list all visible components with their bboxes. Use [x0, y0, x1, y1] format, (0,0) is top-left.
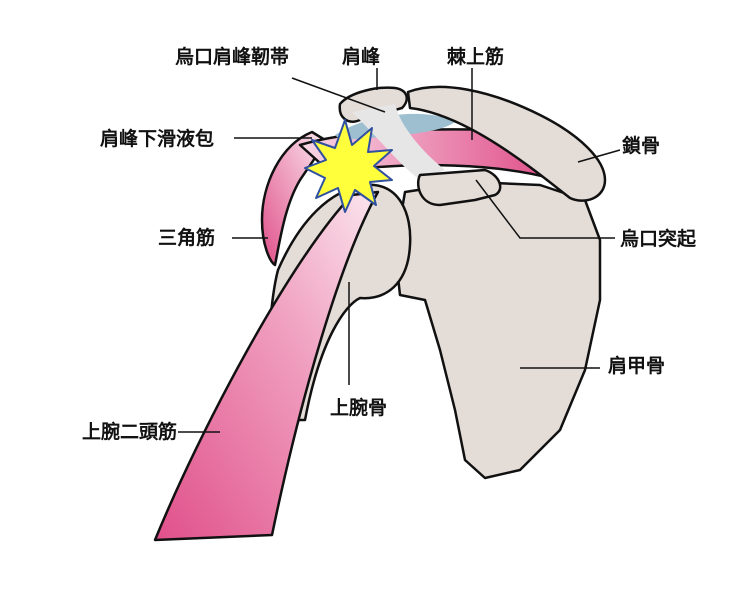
clavicle: [406, 85, 607, 202]
impact-star-icon: [304, 119, 393, 213]
label-supraspinatus: 棘上筋: [447, 46, 505, 68]
label-scapula: 肩甲骨: [608, 355, 666, 377]
label-clavicle: 鎖骨: [622, 135, 661, 157]
label-subacromial-bursa: 肩峰下滑液包: [100, 128, 215, 150]
label-biceps: 上腕二頭筋: [82, 421, 178, 443]
label-deltoid: 三角筋: [158, 227, 216, 249]
label-coracoacromial-ligament: 烏口肩峰靭帯: [175, 46, 290, 68]
leader-lines: [178, 68, 621, 433]
label-acromion: 肩峰: [342, 46, 381, 68]
coracoacromial-ligament: [352, 104, 445, 180]
coracoid-process: [416, 168, 502, 207]
scapula: [393, 180, 602, 480]
label-humerus: 上腕骨: [330, 397, 388, 419]
label-coracoid-process: 烏口突起: [620, 228, 697, 250]
